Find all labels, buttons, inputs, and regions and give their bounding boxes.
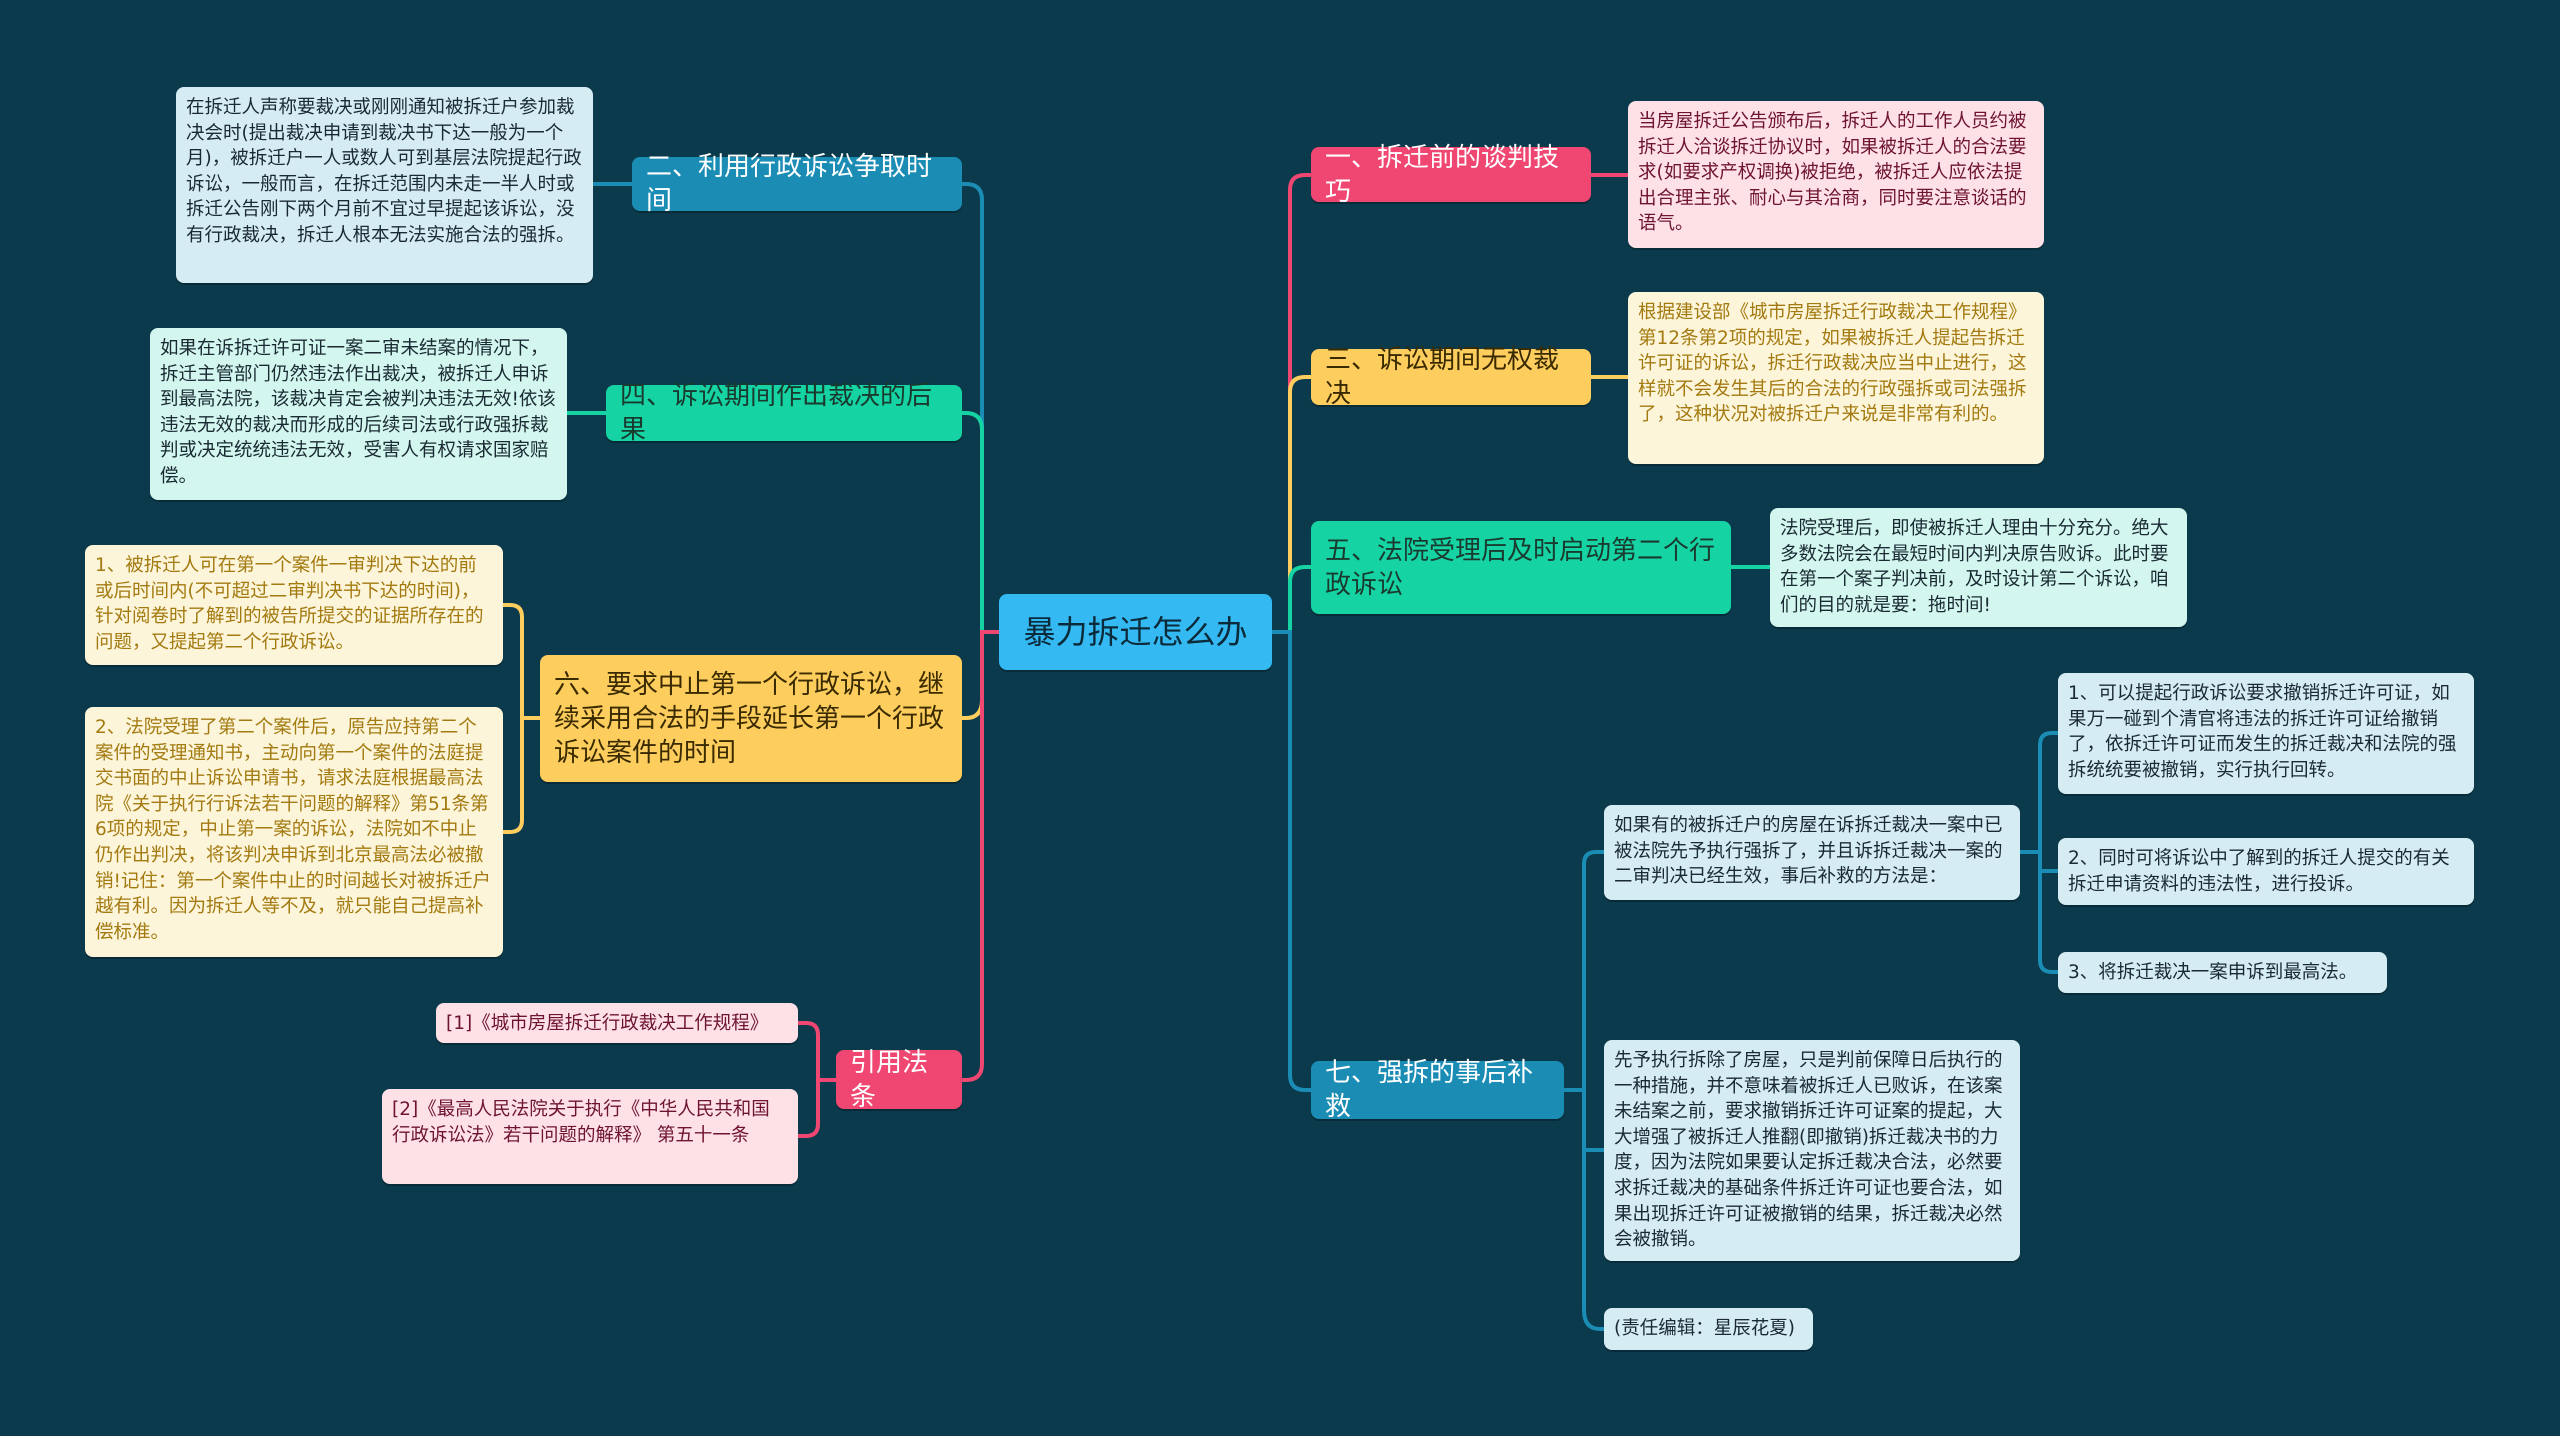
branch-5-node[interactable]: 五、法院受理后及时启动第二个行政诉讼 [1311, 521, 1731, 614]
citation-2[interactable]: [2]《最高人民法院关于执行《中华人民共和国行政诉讼法》若干问题的解释》 第五十… [382, 1089, 798, 1184]
branch-7-sub-1[interactable]: 1、可以提起行政诉讼要求撤销拆迁许可证，如果万一碰到个清官将违法的拆迁许可证给撤… [2058, 673, 2474, 794]
branch-1-node[interactable]: 一、拆迁前的谈判技巧 [1311, 143, 1591, 207]
branch-6-detail-1[interactable]: 1、被拆迁人可在第一个案件一审判决下达的前或后时间内(不可超过二审判决书下达的时… [85, 545, 503, 665]
branch-5-detail[interactable]: 法院受理后，即使被拆迁人理由十分充分。绝大多数法院会在最短时间内判决原告败诉。此… [1770, 508, 2187, 627]
branch-6-detail-2[interactable]: 2、法院受理了第二个案件后，原告应持第二个案件的受理通知书，主动向第一个案件的法… [85, 707, 503, 957]
branch-2-node[interactable]: 二、利用行政诉讼争取时间 [632, 152, 962, 216]
branch-7-detail-a[interactable]: 如果有的被拆迁户的房屋在诉拆迁裁决一案中已被法院先予执行强拆了，并且诉拆迁裁决一… [1604, 805, 2020, 900]
branch-4-node[interactable]: 四、诉讼期间作出裁决的后果 [606, 381, 962, 445]
branch-3-node[interactable]: 三、诉讼期间无权裁决 [1311, 345, 1591, 409]
editor-note[interactable]: (责任编辑：星辰花夏) [1604, 1308, 1813, 1350]
branch-3-detail[interactable]: 根据建设部《城市房屋拆迁行政裁决工作规程》第12条第2项的规定，如果被拆迁人提起… [1628, 292, 2044, 464]
citations-node[interactable]: 引用法条 [836, 1048, 962, 1112]
branch-7-sub-2[interactable]: 2、同时可将诉讼中了解到的拆迁人提交的有关拆迁申请资料的违法性，进行投诉。 [2058, 838, 2474, 905]
branch-7-sub-3[interactable]: 3、将拆迁裁决一案申诉到最高法。 [2058, 952, 2387, 993]
branch-7-detail-b[interactable]: 先予执行拆除了房屋，只是判前保障日后执行的一种措施，并不意味着被拆迁人已败诉，在… [1604, 1040, 2020, 1261]
citation-1[interactable]: [1]《城市房屋拆迁行政裁决工作规程》 [436, 1003, 798, 1043]
branch-2-detail[interactable]: 在拆迁人声称要裁决或刚刚通知被拆迁户参加裁决会时(提出裁决申请到裁决书下达一般为… [176, 87, 593, 283]
central-topic[interactable]: 暴力拆迁怎么办 [999, 594, 1272, 670]
branch-4-detail[interactable]: 如果在诉拆迁许可证一案二审未结案的情况下，拆迁主管部门仍然违法作出裁决，被拆迁人… [150, 328, 567, 500]
branch-6-node[interactable]: 六、要求中止第一个行政诉讼，继续采用合法的手段延长第一个行政诉讼案件的时间 [540, 655, 962, 782]
branch-7-node[interactable]: 七、强拆的事后补救 [1311, 1058, 1564, 1122]
branch-1-detail[interactable]: 当房屋拆迁公告颁布后，拆迁人的工作人员约被拆迁人洽谈拆迁协议时，如果被拆迁人的合… [1628, 101, 2044, 248]
